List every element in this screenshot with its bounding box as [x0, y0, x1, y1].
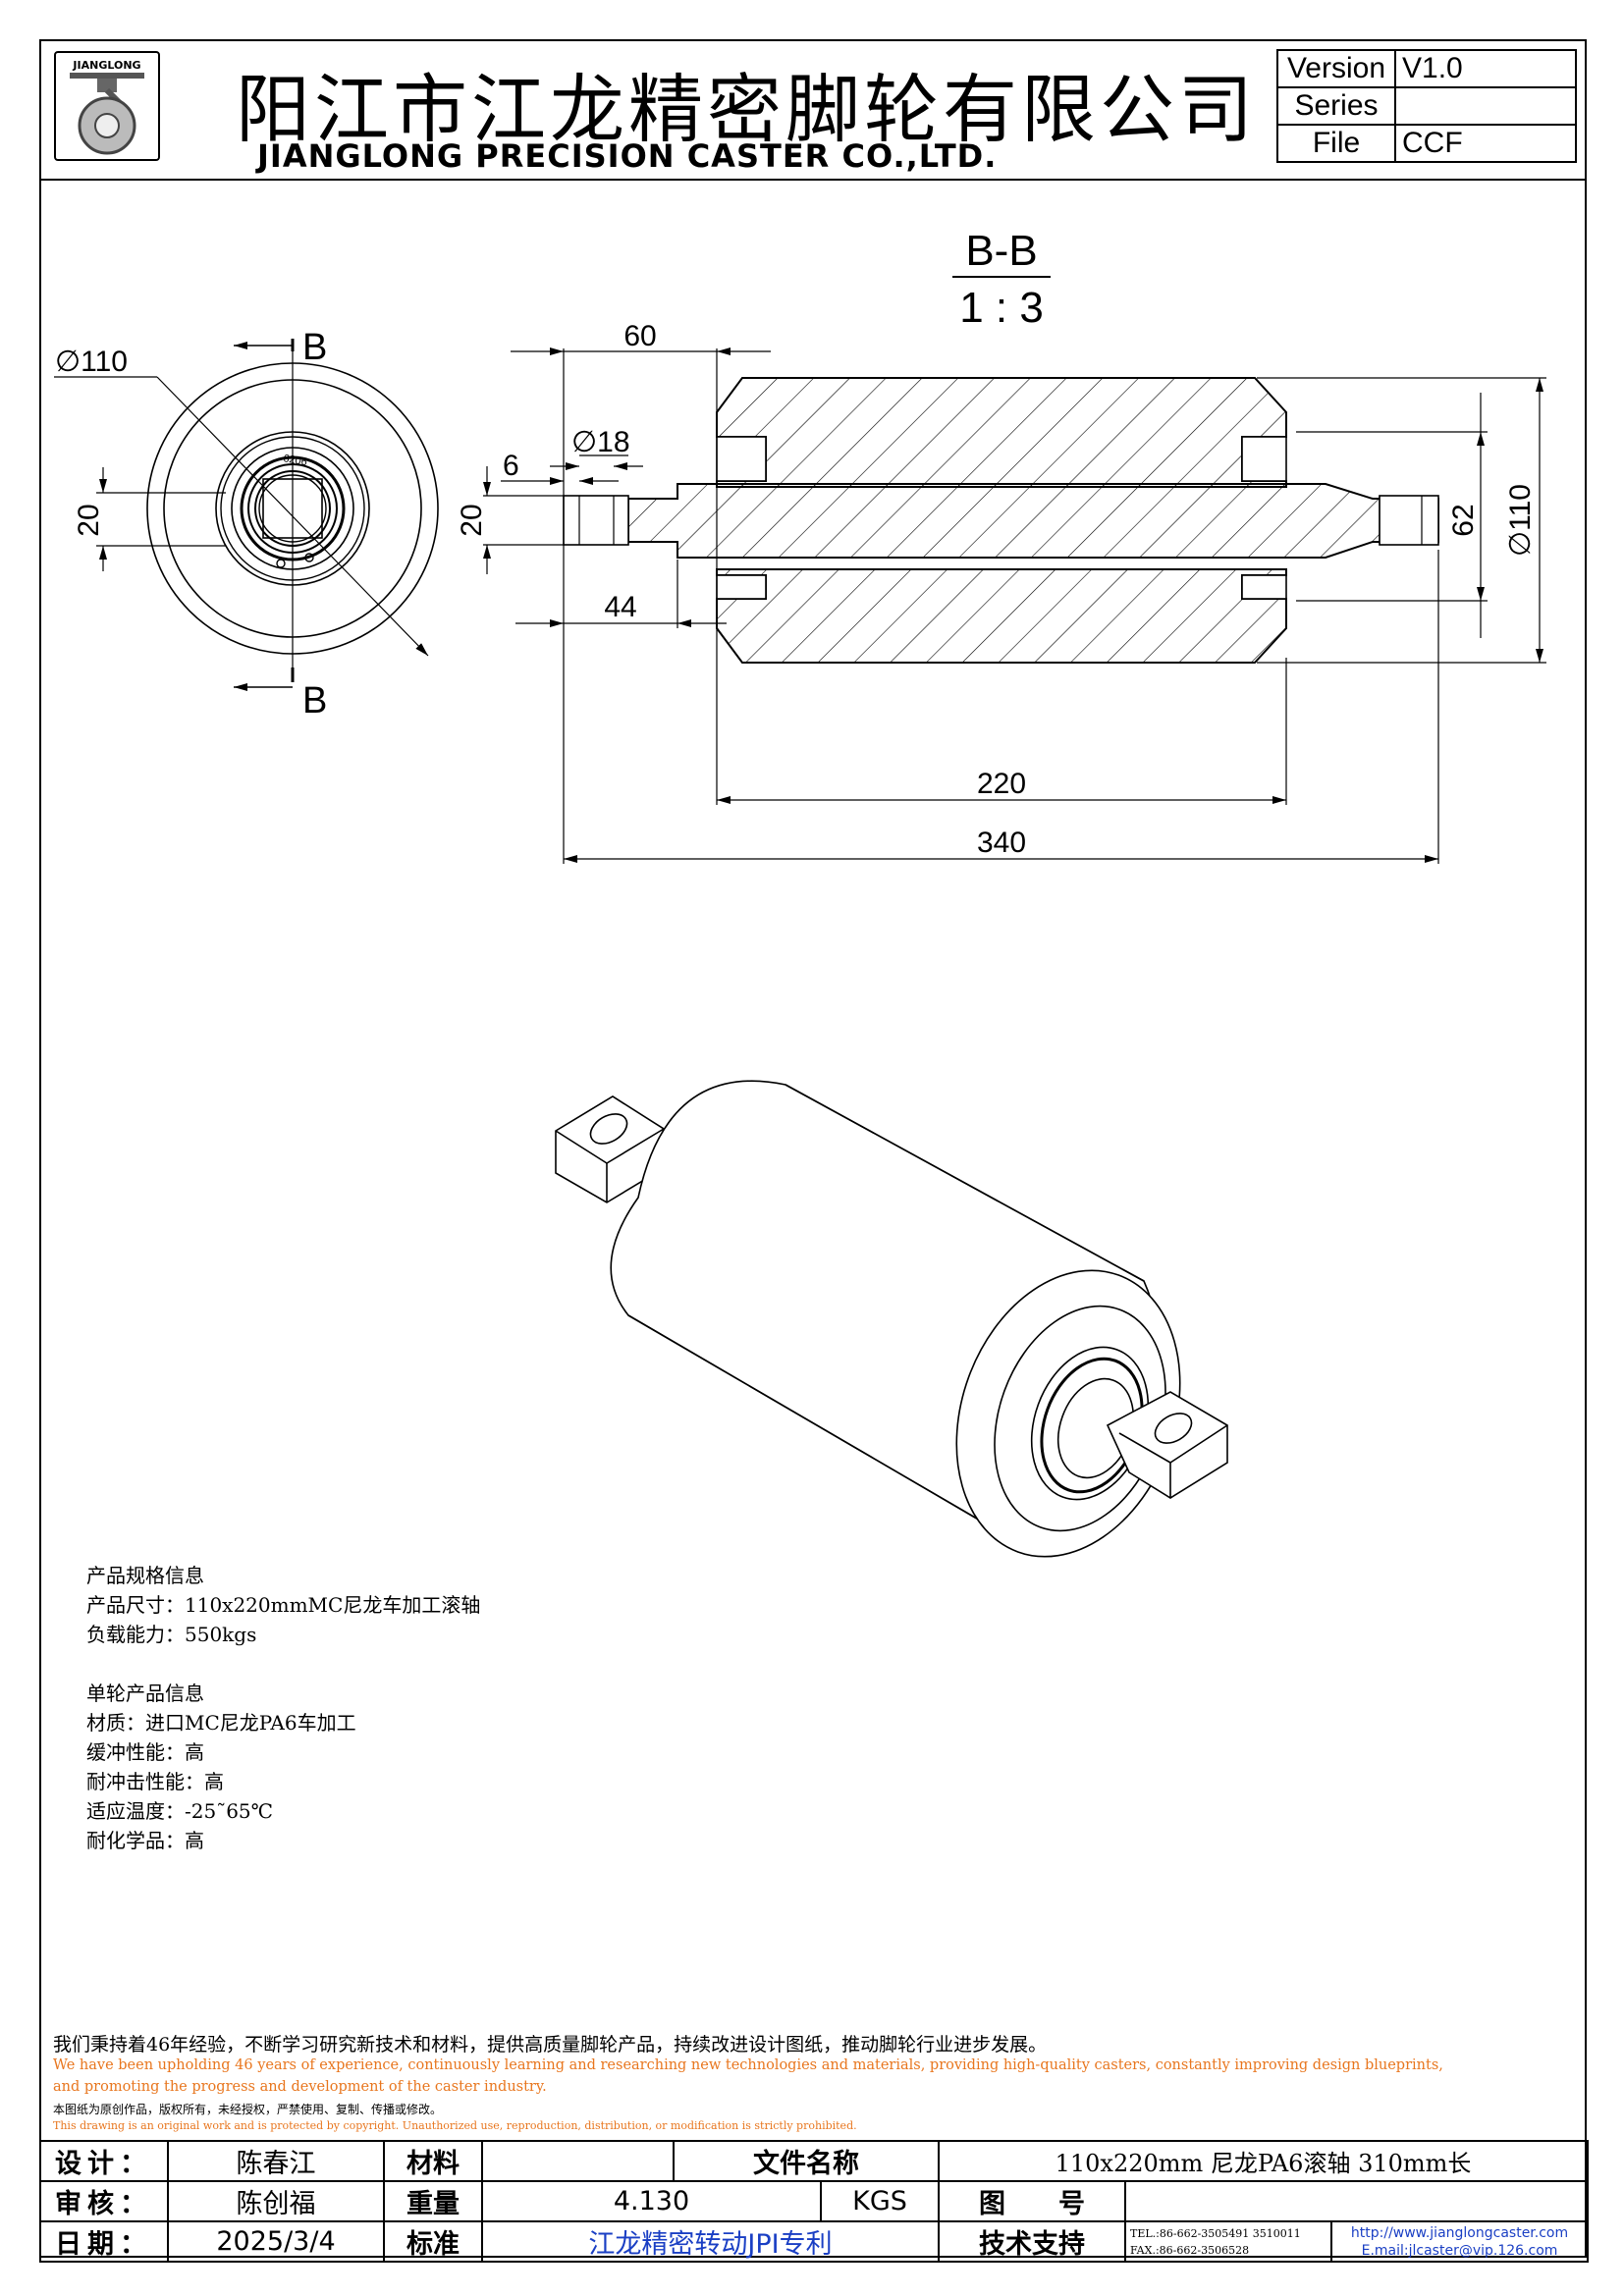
design-label: 设计： [39, 2140, 169, 2182]
company-name-en: JIANGLONG PRECISION CASTER CO.,LTD. [257, 137, 998, 175]
email-link[interactable]: E.mail:jlcaster@vip.126.com [1361, 2242, 1558, 2259]
logo-text: JIANGLONG [73, 59, 141, 72]
filename-value: 110x220mm 尼龙PA6滚轴 310mm长 [937, 2140, 1590, 2182]
review-label: 审核： [39, 2180, 169, 2222]
spec-temperature: 适应温度：-25˜65℃ [86, 1799, 274, 1823]
spec-impact: 耐冲击性能：高 [86, 1770, 224, 1793]
weight-label: 重量 [383, 2180, 483, 2222]
file-value: CCF [1394, 124, 1577, 163]
date-value: 2025/3/4 [167, 2220, 385, 2263]
file-key: File [1276, 124, 1396, 163]
spec-size: 产品尺寸：110x220mmMC尼龙车加工滚轴 [86, 1593, 481, 1617]
material-label: 材料 [383, 2140, 483, 2182]
spec-block: 产品规格信息 产品尺寸：110x220mmMC尼龙车加工滚轴 负载能力：550k… [86, 1561, 480, 1855]
design-value: 陈春江 [167, 2140, 385, 2182]
title-block: 设计： 陈春江 材料 文件名称 110x220mm 尼龙PA6滚轴 310mm长… [39, 2140, 1590, 2263]
support-label: 技术支持 [938, 2220, 1126, 2263]
end-diameter-dim: ∅110 [55, 346, 128, 378]
contact-phone: TEL.:86-662-3505491 3510011 FAX.:86-662-… [1124, 2220, 1332, 2263]
dim-110: ∅110 [1504, 484, 1537, 557]
company-name-cn: 阳江市江龙精密脚轮有限公司 [236, 66, 1257, 153]
title-row-2: 审核： 陈创福 重量 4.130 KGS 图 号 [39, 2180, 1590, 2222]
company-logo: JIANGLONG [54, 51, 160, 161]
dim-62: 62 [1447, 504, 1480, 536]
motto-cn: 我们秉持着46年经验，不断学习研究新技术和材料，提供高质量脚轮产品，持续改进设计… [53, 2034, 1048, 2056]
section-scale: 1 : 3 [959, 284, 1044, 332]
motto-en-1: We have been upholding 46 years of exper… [53, 2057, 1443, 2073]
file-row: File CCF [1276, 124, 1577, 163]
section-label: B-B [965, 227, 1037, 275]
spec-title-wheel: 单轮产品信息 [86, 1682, 204, 1705]
dim-220: 220 [977, 768, 1026, 800]
version-key: Version [1276, 49, 1396, 88]
date-label: 日期： [39, 2220, 169, 2263]
spec-chemical: 耐化学品：高 [86, 1829, 204, 1852]
series-row: Series [1276, 86, 1577, 126]
fax-text: FAX.:86-662-3506528 [1130, 2243, 1250, 2257]
contact-web: http://www.jianglongcaster.com E.mail:jl… [1329, 2220, 1590, 2263]
version-table: Version V1.0 Series File CCF [1276, 49, 1577, 163]
weight-unit: KGS [820, 2180, 940, 2222]
drawing-no-value [1123, 2180, 1590, 2222]
end-shaft-dim: 20 [73, 504, 105, 536]
copyright-cn: 本图纸为原创作品，版权所有，未经授权，严禁使用、复制、传播或修改。 [53, 2103, 443, 2116]
spec-material: 材质：进口MC尼龙PA6车加工 [86, 1711, 356, 1735]
dim-340: 340 [977, 827, 1026, 859]
website-link[interactable]: http://www.jianglongcaster.com [1350, 2224, 1569, 2241]
dim-hole-dia: ∅18 [571, 426, 630, 458]
standard-label: 标准 [383, 2220, 483, 2263]
tel-text: TEL.:86-662-3505491 3510011 [1130, 2226, 1301, 2240]
filename-label: 文件名称 [673, 2140, 940, 2182]
drawing-no-label: 图 号 [938, 2180, 1126, 2222]
copyright-en: This drawing is an original work and is … [53, 2119, 857, 2132]
title-row-3: 日期： 2025/3/4 标准 江龙精密转动JPI专利 技术支持 TEL.:86… [39, 2220, 1590, 2263]
spec-cushion: 缓冲性能：高 [86, 1740, 204, 1764]
version-value: V1.0 [1394, 49, 1577, 88]
series-key: Series [1276, 86, 1396, 126]
caster-logo-icon [70, 73, 144, 155]
spec-title-product: 产品规格信息 [86, 1564, 204, 1587]
isometric-view [555, 1080, 1228, 1558]
motto-block: 我们秉持着46年经验，不断学习研究新技术和材料，提供高质量脚轮产品，持续改进设计… [53, 2030, 1585, 2137]
title-row-1: 设计： 陈春江 材料 文件名称 110x220mm 尼龙PA6滚轴 310mm长 [39, 2140, 1590, 2182]
weight-value: 4.130 [481, 2180, 822, 2222]
dim-60: 60 [623, 320, 656, 352]
series-value [1394, 86, 1577, 126]
dim-6: 6 [503, 450, 519, 482]
material-value [481, 2140, 675, 2182]
motto-en-2: and promoting the progress and developme… [53, 2079, 547, 2095]
review-value: 陈创福 [167, 2180, 385, 2222]
spec-load: 负载能力：550kgs [86, 1623, 257, 1646]
bearing-code-label: 6206 [282, 453, 307, 468]
version-row: Version V1.0 [1276, 49, 1577, 88]
header-divider [39, 179, 1587, 181]
dim-shaft-20: 20 [456, 504, 488, 536]
standard-value: 江龙精密转动JPI专利 [481, 2220, 940, 2263]
section-mark-bottom: B [302, 680, 327, 721]
section-mark-top: B [302, 327, 327, 368]
technical-drawing: 6206 20 ∅110 B B B-B 1 : 3 [54, 227, 1546, 1558]
dim-44: 44 [604, 591, 636, 623]
end-view: 6206 20 ∅110 B B [54, 327, 439, 721]
section-view: 60 ∅18 6 20 44 220 340 62 ∅110 [456, 320, 1546, 864]
